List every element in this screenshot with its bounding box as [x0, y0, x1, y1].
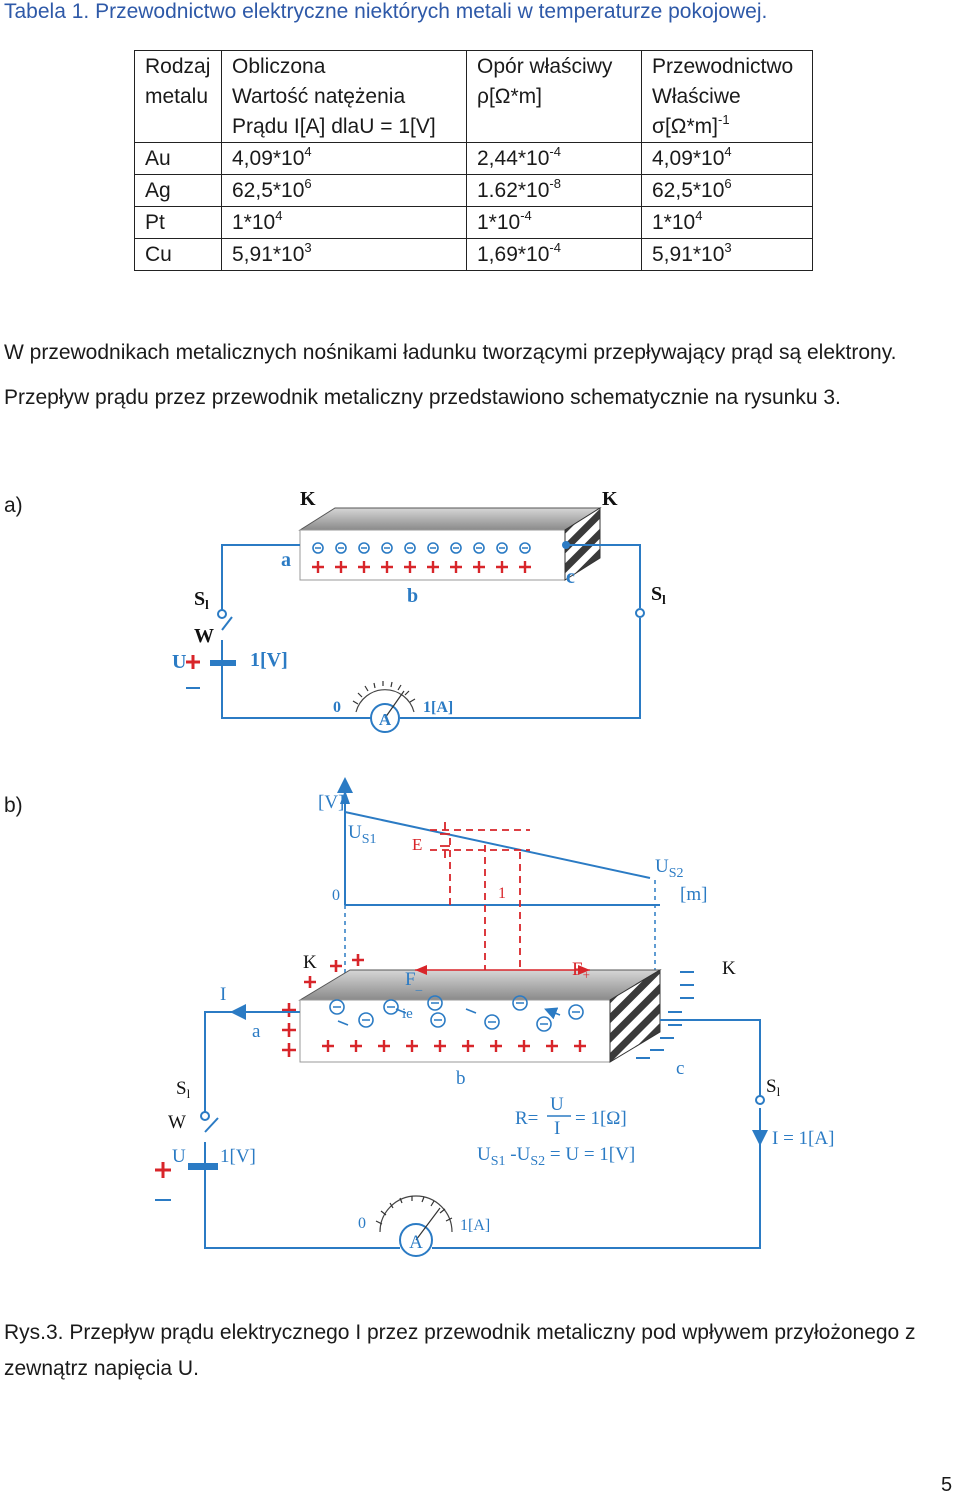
- ammeter-letter-a: A: [379, 710, 392, 729]
- label-b-b: b: [456, 1068, 466, 1089]
- wires-b: [204, 1004, 768, 1249]
- label-a-a: a: [281, 549, 291, 571]
- table-row: Cu 5,91*103 1,69*10-4 5,91*103: [134, 238, 813, 271]
- figure-b: [V] [m] US1 US2 E 0 1: [155, 777, 834, 1257]
- meter-zero-b: 0: [358, 1215, 366, 1232]
- slab-top-b: [298, 969, 662, 1001]
- label-f-right-b: F+: [572, 959, 590, 982]
- label-c-a: c: [566, 566, 575, 588]
- label-e-b: E: [412, 835, 422, 854]
- label-k-right-a: K: [602, 488, 618, 510]
- label-b-a: b: [407, 585, 418, 607]
- ammeter-letter-b: A: [409, 1232, 423, 1253]
- label-s-right-a: Sl: [651, 583, 666, 607]
- meter-unit-b: 1[A]: [460, 1217, 490, 1234]
- label-i-b: I: [220, 984, 226, 1005]
- ammeter-a: A: [352, 681, 416, 733]
- slab-side-b: [609, 969, 661, 1063]
- battery-plate-b: [188, 1163, 218, 1170]
- label-u-a: U: [172, 651, 186, 673]
- label-w-b: W: [168, 1112, 186, 1133]
- page-number: 5: [941, 1474, 953, 1496]
- ammeter-b: A: [375, 1195, 453, 1257]
- label-a-b: a: [252, 1021, 261, 1042]
- table-row: Pt 1*104 1*10-4 1*104: [134, 206, 813, 239]
- label-s-left-b: Sl: [176, 1078, 191, 1101]
- figure-label-a: a): [4, 494, 23, 517]
- label-ie-b: ie: [402, 1006, 413, 1022]
- ion-row-b: [322, 1040, 586, 1052]
- switch-contact-a-left: [217, 609, 227, 619]
- label-s-right-b: Sl: [766, 1076, 781, 1099]
- label-k-left-a: K: [300, 488, 316, 510]
- contact-dot-a: [562, 541, 570, 549]
- battery-plate-a: [210, 660, 236, 666]
- battery-plus-b: [155, 1162, 171, 1178]
- switch-contact-b-right: [755, 1095, 765, 1105]
- svg-text:R=: R=: [515, 1108, 538, 1129]
- circuit-figure: A K K a b c Sl Sl W U 1[V] 0 1[A]: [155, 488, 834, 1257]
- label-voltage-b: 1[V]: [220, 1146, 256, 1167]
- formula-resistance-b: R= U I = 1[Ω]: [515, 1094, 627, 1139]
- label-s-left-a: Sl: [194, 588, 209, 612]
- label-us2-b: US2: [655, 856, 684, 881]
- axis-v-label-b: [V]: [318, 792, 344, 813]
- label-one-b: 1: [498, 885, 506, 902]
- meter-unit-a: 1[A]: [423, 699, 453, 716]
- label-c-b: c: [676, 1058, 684, 1079]
- slab-front-b: [299, 999, 611, 1063]
- graph-axes-b: [337, 777, 660, 906]
- switch-contact-a-right: [635, 608, 645, 618]
- label-zero-b: 0: [332, 887, 340, 904]
- figure-label-b: b): [4, 794, 23, 817]
- label-k-right-b: K: [722, 958, 736, 979]
- label-f-left-b: F_: [405, 969, 423, 992]
- label-voltage-a: 1[V]: [250, 649, 288, 671]
- axis-arrow-b: [340, 790, 350, 804]
- electron-cloud-b: [329, 995, 584, 1032]
- figure-caption: Rys.3. Przepływ prądu elektrycznego I pr…: [4, 1321, 916, 1380]
- table-row: Au 4,09*104 2,44*10-4 4,09*104: [134, 142, 813, 175]
- battery-plus-a: [186, 655, 200, 669]
- table-row: Ag 62,5*106 1.62*10-8 62,5*106: [134, 174, 813, 207]
- svg-text:U: U: [550, 1094, 564, 1115]
- e-marker-b: [440, 822, 450, 858]
- svg-text:= 1[Ω]: = 1[Ω]: [575, 1108, 627, 1129]
- svg-text:I: I: [554, 1118, 560, 1139]
- label-w-a: W: [194, 625, 214, 647]
- surface-charge-left-b: [282, 954, 364, 1057]
- meter-zero-a: 0: [333, 699, 341, 716]
- slab-top-a: [298, 507, 602, 531]
- switch-contact-b-left: [200, 1111, 210, 1121]
- axis-m-label-b: [m]: [680, 884, 707, 905]
- ion-row-a: [312, 561, 531, 573]
- label-k-left-b: K: [303, 952, 317, 973]
- figure-a: A K K a b c Sl Sl W U 1[V] 0 1[A]: [172, 488, 666, 733]
- label-u-b: U: [172, 1146, 186, 1167]
- label-us1-b: US1: [348, 822, 377, 847]
- body-paragraph: W przewodnikach metalicznych nośnikami ł…: [4, 341, 897, 409]
- surface-charge-right-b: [636, 971, 694, 1059]
- label-current-b: I = 1[A]: [772, 1128, 834, 1149]
- table-caption: Tabela 1. Przewodnictwo elektryczne niek…: [4, 0, 768, 23]
- formula-voltage-b: US1 -US2 = U = 1[V]: [477, 1144, 635, 1169]
- electron-row-a: [312, 542, 531, 554]
